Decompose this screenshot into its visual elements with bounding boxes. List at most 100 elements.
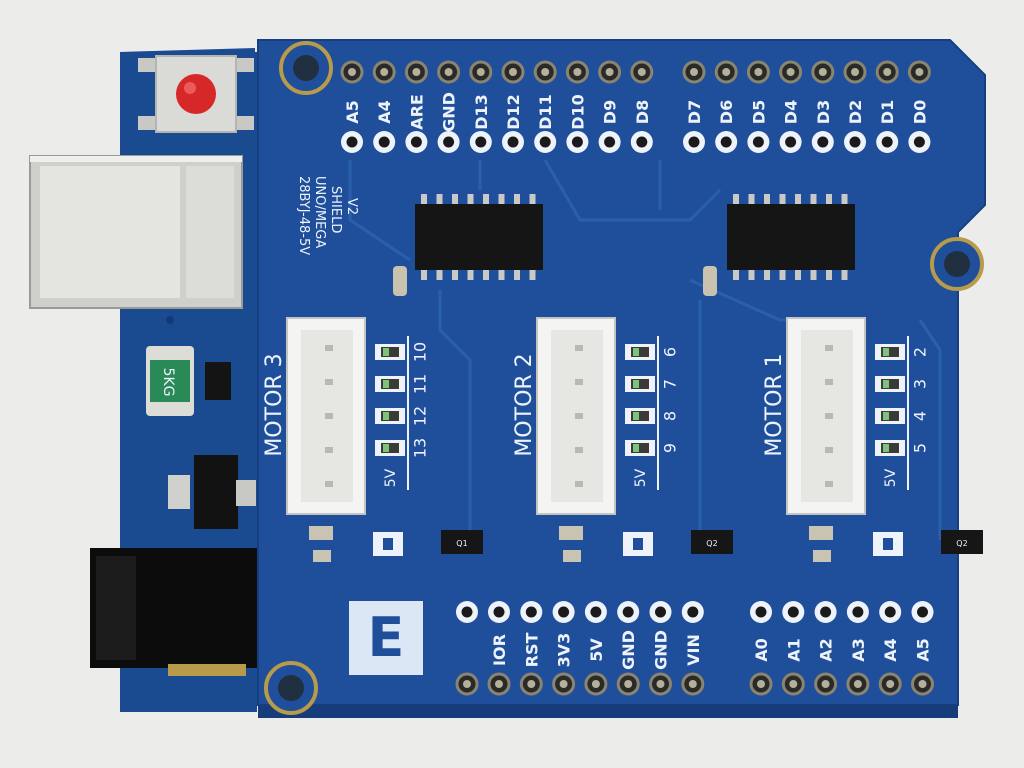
driver-chips (393, 194, 855, 296)
bottom-header-label: A4 (881, 638, 900, 662)
top-header-pad (534, 131, 557, 153)
bottom-header-pad-unlabeled (456, 601, 478, 623)
top-header-pad (683, 131, 705, 153)
bottom-header-solder-pin (616, 672, 640, 696)
bottom-header-pad (846, 601, 869, 623)
motor-pin-number: 3 (911, 379, 930, 389)
top-header-pad (405, 131, 428, 153)
top-header-label: GND (440, 92, 459, 132)
motor-pin-number: 2 (911, 347, 930, 357)
transistor-array (691, 530, 733, 554)
bottom-header-pad (552, 601, 575, 623)
board-title-line-1: 28BYJ-48-5V (296, 176, 311, 255)
transistor-array (941, 530, 983, 554)
motor-label: MOTOR 2 (512, 353, 537, 456)
bottom-header-label: IOR (490, 634, 509, 666)
top-header-solder-pin (372, 60, 396, 84)
top-header-label: D9 (601, 100, 620, 124)
bottom-header-solder-pin (911, 672, 934, 696)
bottom-header-pad (488, 601, 510, 623)
usb-connector (29, 155, 243, 309)
top-header-solder-pin (501, 60, 525, 84)
board-title-line-4: V2 (344, 198, 359, 215)
top-header-pad (844, 131, 866, 153)
board-title-line-2: UNO/MEGA (312, 176, 327, 248)
top-header-solder-pin (598, 60, 622, 84)
top-header-pad (598, 131, 621, 153)
motor-supply-label: 5V (633, 468, 649, 487)
pcb-traces (348, 159, 942, 540)
bottom-header-pad (879, 601, 902, 623)
top-header-label: D10 (568, 94, 587, 130)
top-header-solder-pin (779, 60, 803, 84)
bottom-header-solder-pin (846, 672, 870, 696)
motor-pin-number: 12 (411, 406, 430, 426)
top-header-label: D12 (504, 94, 523, 130)
bottom-header-label: A2 (817, 638, 836, 662)
bottom-header-solder-pin (814, 672, 838, 696)
top-header-pad (341, 131, 363, 153)
bottom-header-solder-pin (649, 672, 672, 696)
board-title: 28BYJ-48-5V UNO/MEGA SHIELD V2 (296, 176, 359, 255)
motor-pin-number: 10 (411, 342, 430, 362)
top-header-pad (876, 131, 899, 153)
top-header-solder-pin (565, 60, 589, 84)
transistor-array (441, 530, 483, 554)
bottom-header-solder-pin (519, 672, 543, 696)
bottom-header-label: 5V (587, 638, 606, 662)
bottom-header-solder-pin (487, 672, 511, 696)
bottom-header-pad (750, 601, 772, 623)
motor-pin-number: 5 (911, 443, 930, 453)
top-header-label: D6 (717, 100, 736, 124)
logo-letter: E (368, 606, 405, 669)
top-header-label: D8 (633, 100, 652, 124)
bottom-header-pad (814, 601, 837, 623)
top-header-pad (779, 131, 802, 153)
mounting-holes (264, 41, 984, 715)
bottom-header-pad (911, 601, 934, 623)
top-header-label: D7 (685, 100, 704, 124)
top-header-solder-pin (907, 60, 931, 84)
top-header-pad (908, 131, 931, 153)
motor-pin-number: 11 (411, 374, 430, 394)
motor-pin-number: 7 (661, 379, 680, 389)
motor-pin-number: 6 (661, 347, 680, 357)
bottom-header-pad (782, 601, 805, 623)
bottom-header-pad (681, 601, 704, 623)
bottom-header-label: A0 (752, 638, 771, 662)
motor-label: MOTOR 1 (762, 353, 787, 456)
top-header-solder-pin (875, 60, 899, 84)
transistor-array-label: Q1 (456, 539, 467, 548)
fuse-label: 5KG (160, 368, 176, 397)
bottom-header-pad (584, 601, 607, 623)
board-title-line-3: SHIELD (328, 186, 343, 233)
top-header-label: ARE (407, 94, 426, 130)
top-header-solder-pin (843, 60, 867, 84)
bottom-header-solder-pin (681, 672, 705, 696)
capacitor (393, 266, 407, 296)
bottom-header-label: 3V3 (555, 633, 574, 668)
top-header-solder-pin (404, 60, 428, 84)
top-header-label: D2 (846, 100, 865, 124)
top-header-pad (502, 131, 524, 153)
bottom-header-solder-pin (781, 672, 805, 696)
bottom-header-pad (649, 601, 672, 623)
fuse: 5KG (146, 346, 194, 416)
motor-label: MOTOR 3 (262, 353, 287, 456)
bottom-header-label: A5 (914, 638, 933, 662)
top-header-solder-pin (533, 60, 557, 84)
top-header-pad (469, 131, 492, 153)
bottom-header-label: A3 (849, 638, 868, 662)
top-header-label: D1 (878, 100, 897, 124)
bottom-header-label: GND (652, 630, 671, 670)
bottom-header-label: GND (619, 630, 638, 670)
transistor-array-label: Q2 (956, 539, 967, 548)
motor-pin-number: 13 (411, 438, 430, 458)
top-header-label: D0 (910, 100, 929, 124)
